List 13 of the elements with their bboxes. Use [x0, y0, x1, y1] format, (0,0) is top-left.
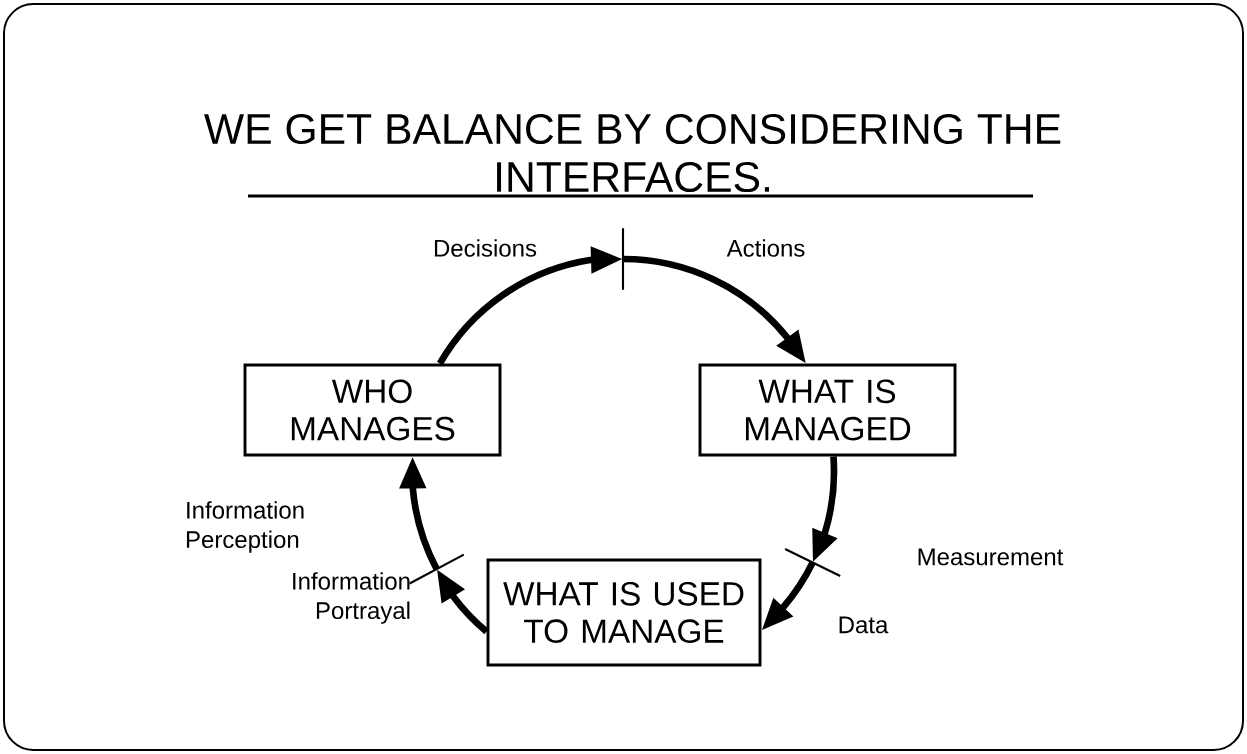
edge-label: Information Portrayal: [293, 572, 410, 624]
edge-label: Data: [839, 616, 889, 634]
edge-label: Information Perception: [186, 501, 304, 553]
edge-label: Decisions: [434, 239, 537, 257]
tick-mark: [621, 227, 625, 291]
process-box: WHAT IS MANAGED: [698, 363, 957, 457]
edge-label: Measurement: [918, 548, 1064, 566]
tick-mark: [784, 548, 842, 577]
process-box: WHO MANAGES: [243, 363, 502, 457]
tick-mark: [408, 553, 465, 585]
process-box: WHAT IS USED TO MANAGE: [486, 558, 762, 667]
title: WE GET BALANCE BY CONSIDERING THE INTERFACES.: [204, 113, 1061, 193]
edge-label: Actions: [726, 239, 805, 257]
